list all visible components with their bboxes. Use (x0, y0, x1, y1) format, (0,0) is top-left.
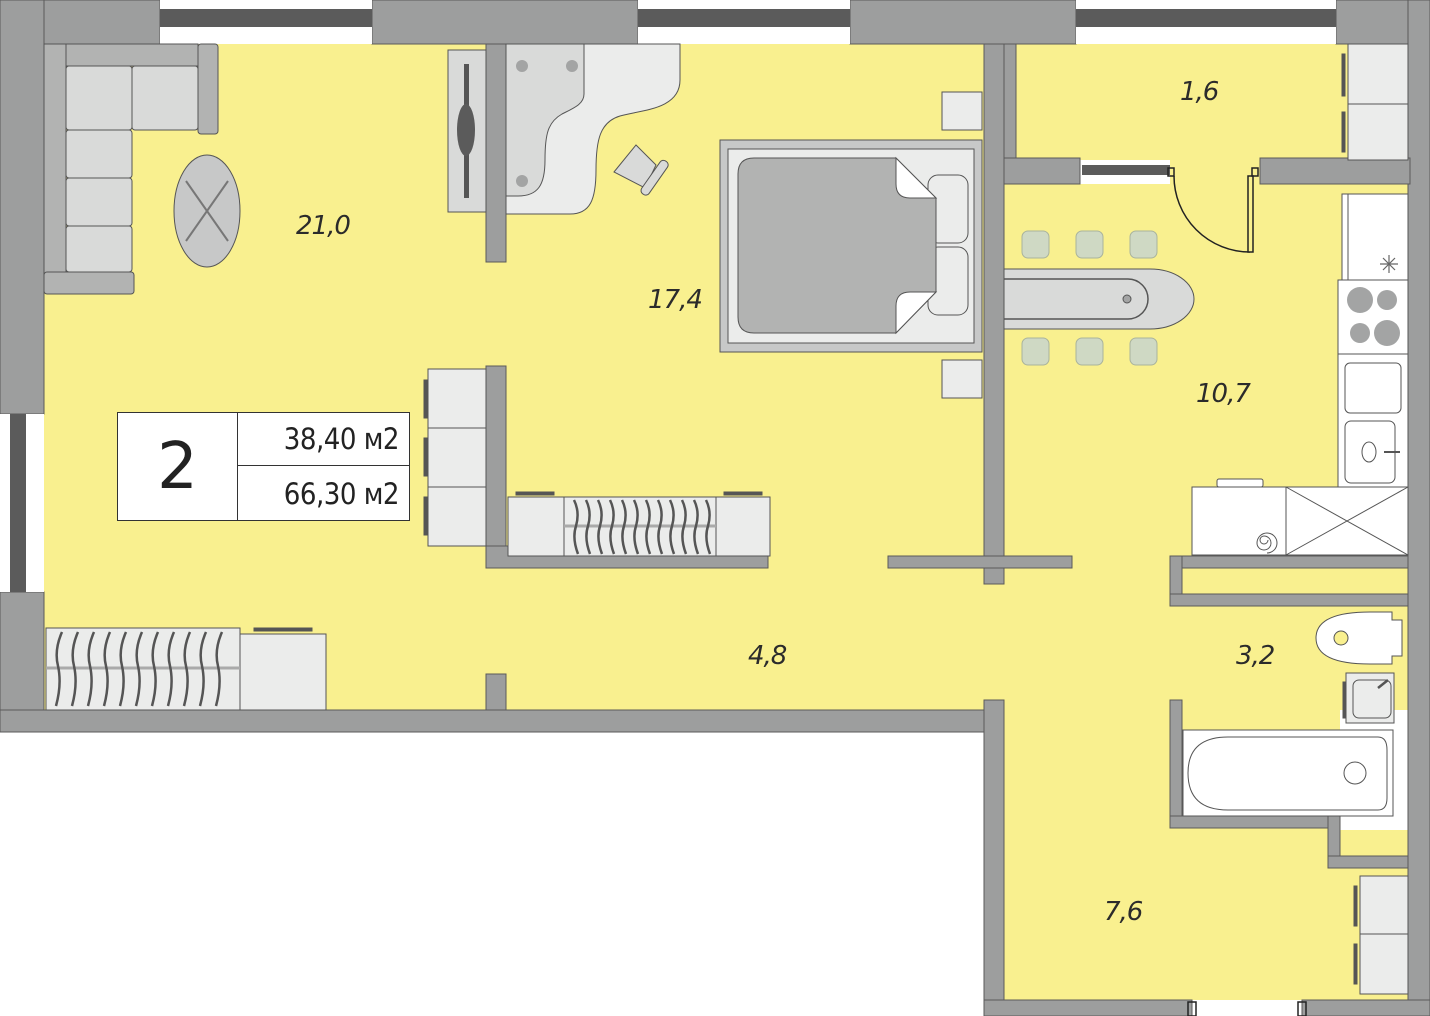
rooms-count: 2 (118, 413, 238, 520)
desk-icon (505, 43, 681, 215)
windows (0, 0, 1336, 592)
entrance-door-icon (1187, 1001, 1307, 1016)
window-top-2 (638, 0, 850, 44)
balcony-door-icon (1167, 167, 1259, 253)
wardrobe-vertical-icon (423, 368, 487, 547)
room-area-hallway: 7,6 (1104, 897, 1143, 927)
window-top-3 (1076, 0, 1336, 44)
hallway-cabinets-icon (1353, 875, 1409, 995)
wardrobe-living-icon (45, 627, 327, 711)
sofa-icon (43, 43, 219, 295)
total-area: 66,30 м2 (283, 476, 400, 511)
nightstand-icon-bottom (941, 359, 983, 399)
room-area-bedroom: 17,4 (648, 285, 702, 315)
living-area: 38,40 м2 (238, 413, 409, 466)
stove-icon (1337, 279, 1409, 355)
window-top-1 (160, 0, 372, 44)
kitchen-sink-icon (1344, 420, 1400, 484)
apartment-info-box: 2 38,40 м2 66,30 м2 (117, 412, 410, 521)
window-left (0, 414, 44, 592)
balcony-window (1082, 160, 1170, 184)
nightstand-icon-top (941, 91, 983, 131)
toilet-icon (1315, 611, 1403, 665)
bathtub-icon (1182, 729, 1394, 817)
bed-icon (719, 139, 983, 353)
room-area-balcony: 1,6 (1180, 77, 1219, 107)
room-area-corridor: 4,8 (748, 641, 787, 671)
bathroom-sink-icon (1342, 672, 1395, 724)
wardrobe-bedroom-icon (507, 491, 771, 557)
corner-cabinet-icon (1285, 486, 1409, 556)
dining-chairs-icon (1021, 230, 1158, 366)
room-area-living-room: 21,0 (296, 211, 350, 241)
fridge-icon (1341, 193, 1409, 281)
coffee-table-icon (173, 154, 241, 268)
tv-stand-icon (447, 49, 487, 213)
room-area-bathroom: 3,2 (1236, 641, 1274, 671)
room-labels: 21,0 17,4 1,6 10,7 4,8 3,2 7,6 (296, 77, 1275, 927)
room-area-kitchen: 10,7 (1196, 379, 1251, 409)
chair-icon (613, 144, 669, 196)
balcony-cabinets-icon (1341, 43, 1409, 161)
dining-table-icon (1003, 268, 1195, 330)
washing-machine-icon (1191, 478, 1287, 556)
